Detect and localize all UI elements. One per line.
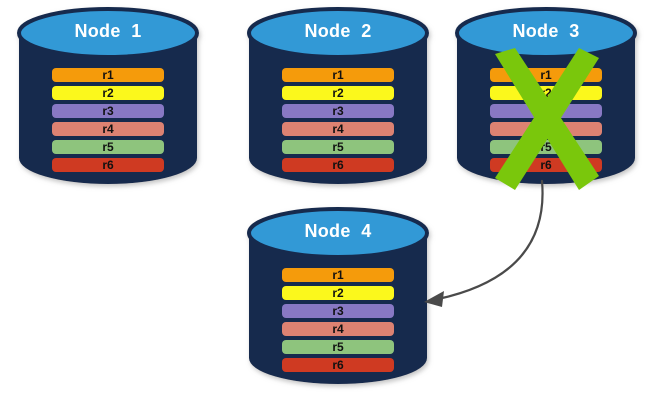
node-cylinder-node1[interactable]: Node 1 r1 r2 r3 r4 r5 r6 xyxy=(17,7,199,186)
data-row-r4[interactable]: r4 xyxy=(490,122,602,136)
node-cylinder-node4[interactable]: Node 4 r1 r2 r3 r4 r5 r6 xyxy=(247,207,429,386)
row-stack: r1 r2 r3 r4 r5 r6 xyxy=(282,68,394,172)
data-row-r3[interactable]: r3 xyxy=(52,104,164,118)
data-row-r6[interactable]: r6 xyxy=(52,158,164,172)
data-row-r5[interactable]: r5 xyxy=(52,140,164,154)
data-row-r3[interactable]: r3 xyxy=(282,304,394,318)
node-cylinder-node2[interactable]: Node 2 r1 r2 r3 r4 r5 r6 xyxy=(247,7,429,186)
data-row-r3[interactable]: r3 xyxy=(490,104,602,118)
node-cylinder-node3[interactable]: Node 3 r1 r2 r3 r4 r5 r6 xyxy=(455,7,637,186)
data-row-r5[interactable]: r5 xyxy=(282,140,394,154)
data-row-r1[interactable]: r1 xyxy=(52,68,164,82)
data-row-r1[interactable]: r1 xyxy=(282,268,394,282)
data-row-r1[interactable]: r1 xyxy=(282,68,394,82)
data-row-r1[interactable]: r1 xyxy=(490,68,602,82)
data-row-r6[interactable]: r6 xyxy=(282,358,394,372)
data-row-r2[interactable]: r2 xyxy=(490,86,602,100)
data-row-r4[interactable]: r4 xyxy=(282,122,394,136)
data-row-r5[interactable]: r5 xyxy=(282,340,394,354)
data-row-r2[interactable]: r2 xyxy=(52,86,164,100)
replication-arrow-node3-to-node4 xyxy=(424,179,544,307)
row-stack: r1 r2 r3 r4 r5 r6 xyxy=(490,68,602,172)
data-row-r4[interactable]: r4 xyxy=(282,322,394,336)
data-row-r5[interactable]: r5 xyxy=(490,140,602,154)
row-stack: r1 r2 r3 r4 r5 r6 xyxy=(52,68,164,172)
data-row-r2[interactable]: r2 xyxy=(282,286,394,300)
data-row-r6[interactable]: r6 xyxy=(490,158,602,172)
data-row-r3[interactable]: r3 xyxy=(282,104,394,118)
row-stack: r1 r2 r3 r4 r5 r6 xyxy=(282,268,394,372)
data-row-r6[interactable]: r6 xyxy=(282,158,394,172)
data-row-r2[interactable]: r2 xyxy=(282,86,394,100)
data-row-r4[interactable]: r4 xyxy=(52,122,164,136)
